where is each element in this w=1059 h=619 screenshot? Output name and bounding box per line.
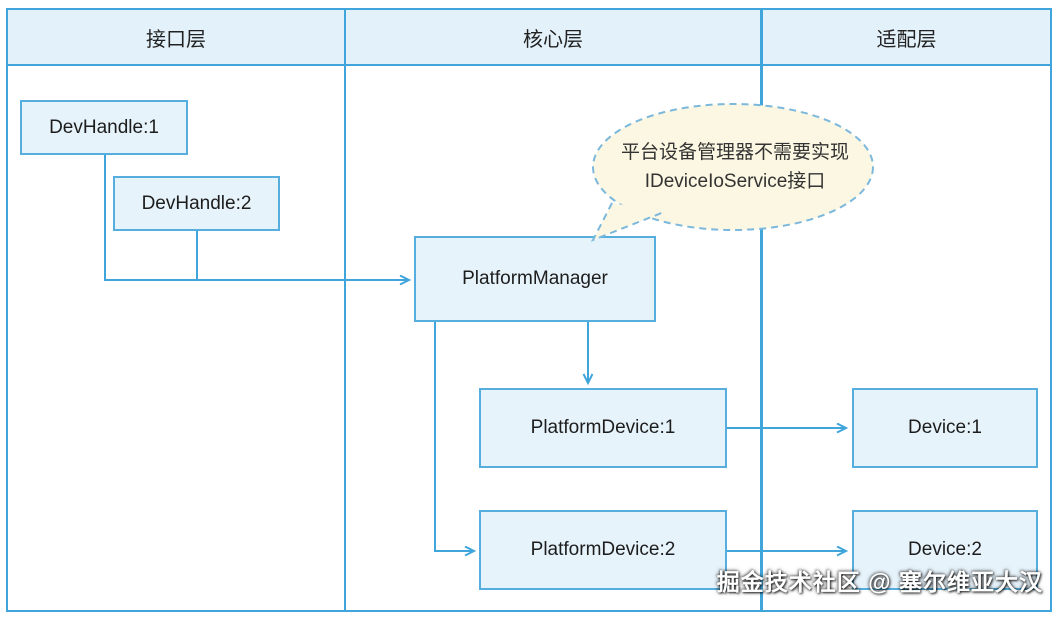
header-core-layer: 核心层	[346, 10, 760, 64]
node-platform-device-1: PlatformDevice:1	[479, 388, 727, 468]
header-adapter-layer-label: 适配层	[876, 28, 937, 51]
node-devhandle-2-label: DevHandle:2	[141, 192, 252, 214]
header-row-background	[8, 10, 1050, 64]
node-platform-device-1-label: PlatformDevice:1	[530, 417, 676, 438]
node-platform-manager-label: PlatformManager	[462, 268, 608, 289]
header-interface-layer-label: 接口层	[146, 28, 206, 51]
header-core-layer-label: 核心层	[523, 28, 583, 51]
watermark: 掘金技术社区 @ 塞尔维亚大汉	[716, 569, 1043, 595]
node-devhandle-1-label: DevHandle:1	[49, 116, 159, 138]
header-adapter-layer: 适配层	[763, 10, 1050, 64]
node-device-1-label: Device:1	[908, 417, 982, 438]
node-devhandle-1: DevHandle:1	[20, 100, 188, 155]
callout-text: 平台设备管理器不需要实现IDeviceIoService接口	[620, 141, 849, 192]
node-device-2: Device:2	[852, 510, 1038, 590]
header-bottom-border	[6, 64, 1052, 66]
node-platform-manager: PlatformManager	[414, 236, 656, 322]
node-devhandle-2: DevHandle:2	[113, 176, 280, 231]
node-platform-device-2-label: PlatformDevice:2	[530, 539, 676, 560]
node-device-1: Device:1	[852, 388, 1038, 468]
outer-frame	[6, 8, 1052, 612]
column-divider-core-adapter	[760, 8, 763, 612]
node-device-2-label: Device:2	[908, 539, 982, 560]
header-interface-layer: 接口层	[8, 10, 344, 64]
node-platform-device-2: PlatformDevice:2	[479, 510, 727, 590]
column-divider-interface-core	[344, 8, 346, 612]
